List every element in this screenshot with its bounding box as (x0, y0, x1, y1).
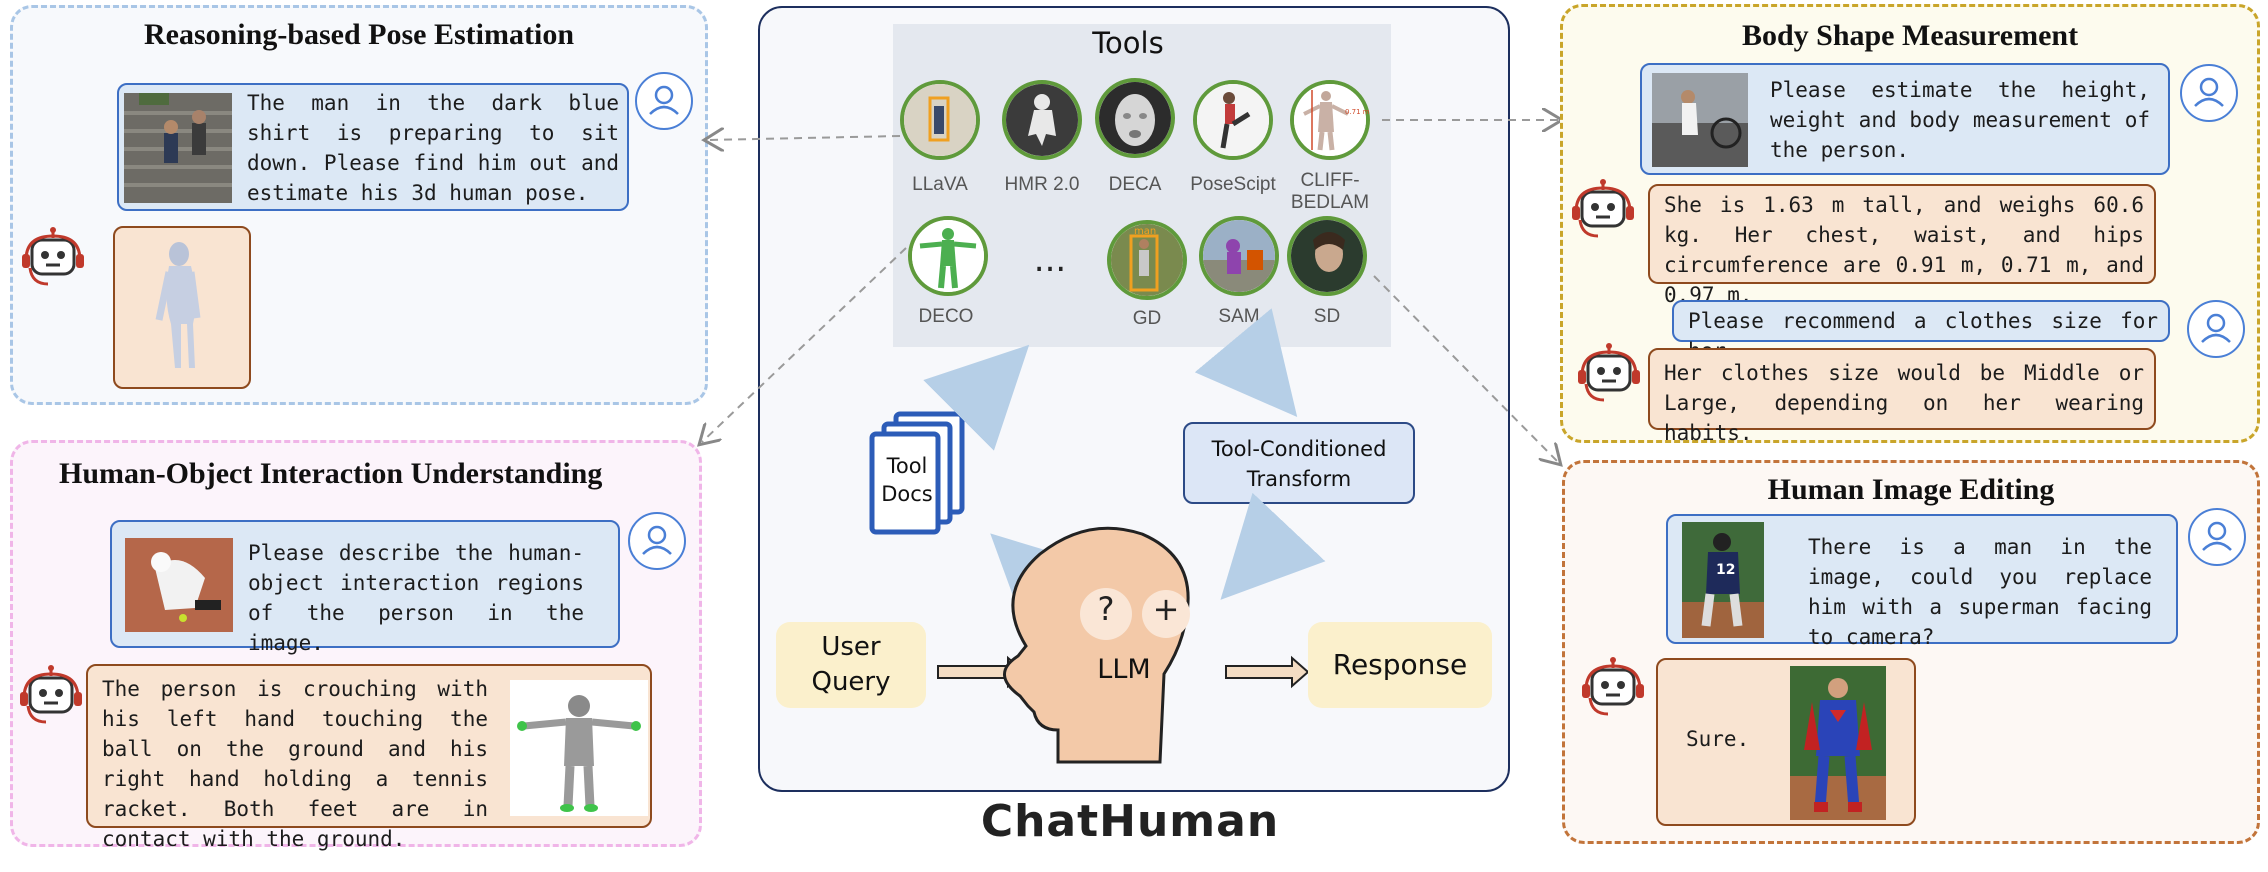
bot-response-text: She is 1.63 m tall, and weighs 60.6 kg. … (1664, 193, 2144, 307)
tool-label: GD (1132, 308, 1162, 329)
robot-icon (1582, 656, 1644, 724)
tool-docs-label: Tool Docs (881, 454, 933, 506)
tool-conditioned-transform: Tool-Conditioned Transform (1183, 422, 1415, 504)
tool-label: PoseScipt (1190, 174, 1276, 195)
more-tools-ellipsis: ... (1033, 240, 1067, 280)
robot-icon (1572, 178, 1634, 246)
tool-label: HMR 2.0 (1004, 174, 1080, 195)
contact-mesh (510, 680, 648, 816)
bot-response-text: Her clothes size would be Middle or Larg… (1664, 361, 2144, 445)
bot-response: Her clothes size would be Middle or Larg… (1648, 348, 2156, 445)
user-query-card: User Query (776, 622, 926, 708)
user-message-text: Please describe the human-object interac… (248, 541, 584, 655)
photo-tennis (125, 538, 233, 632)
user-message: Please estimate the height, weight and b… (1640, 63, 2170, 175)
bot-response: The person is crouching with his left ha… (86, 664, 652, 851)
tool-sam-icon (1199, 216, 1279, 296)
user-avatar-icon (2188, 508, 2246, 566)
measure-label: 0.71 m (1345, 108, 1370, 116)
tool-deca-icon (1095, 78, 1175, 158)
panel-title: Human Image Editing (1767, 473, 2055, 506)
panel-title: Body Shape Measurement (1741, 19, 2079, 52)
llm-label: LLM (1097, 654, 1151, 685)
tool-label: SD (1313, 306, 1341, 327)
photo-baseball: 12 (1682, 522, 1764, 638)
photo-woman (1652, 73, 1748, 167)
robot-icon (20, 664, 82, 732)
panel-title: Human-Object Interaction Understanding (59, 457, 603, 490)
user-message-text: There is a man in the image, could you r… (1808, 535, 2152, 649)
system-name: ChatHuman (980, 796, 1280, 847)
bot-response-text: Sure. (1686, 727, 1750, 751)
llm-question-icon: ? (1097, 590, 1115, 628)
superman-image (1790, 666, 1886, 820)
user-message: 12 There is a man in the image, could yo… (1666, 514, 2178, 649)
tools-title: Tools (1092, 26, 1164, 60)
tool-posescipt-icon (1193, 80, 1273, 160)
tool-llava-icon (900, 80, 980, 160)
user-avatar-icon (635, 72, 693, 130)
photo-stairs (124, 93, 232, 203)
bot-response-mesh (113, 226, 251, 389)
panel-title: Reasoning-based Pose Estimation (143, 18, 575, 51)
bot-response: Sure. (1656, 658, 1916, 826)
response-card: Response (1308, 622, 1492, 708)
user-message-text: The man in the dark blue shirt is prepar… (247, 91, 619, 205)
bot-response: She is 1.63 m tall, and weighs 60.6 kg. … (1648, 184, 2156, 307)
user-message: Please recommend a clothes size for her. (1672, 300, 2170, 363)
tool-cliff-bedlam-icon (1290, 80, 1370, 160)
llm-plus-icon: + (1152, 590, 1180, 628)
robot-icon (22, 226, 84, 294)
user-message: The man in the dark blue shirt is prepar… (117, 83, 629, 211)
tool-label: CLIFF- BEDLAM (1290, 170, 1370, 213)
gd-tag: man (1134, 226, 1157, 237)
bot-response-text: The person is crouching with his left ha… (102, 677, 488, 851)
tool-label: DECO (918, 306, 974, 327)
user-message: Please describe the human-object interac… (110, 520, 620, 655)
tool-label: LLaVA (912, 174, 968, 195)
tool-label: DECA (1108, 174, 1162, 195)
tool-gd-icon (1107, 220, 1187, 300)
robot-icon (1578, 342, 1640, 410)
user-avatar-icon (2180, 64, 2238, 122)
tool-hmr-icon (1002, 80, 1082, 160)
tool-deco-icon (908, 216, 988, 296)
user-message-text: Please estimate the height, weight and b… (1770, 78, 2150, 162)
svg-text:12: 12 (1716, 562, 1735, 578)
tool-sd-icon (1287, 216, 1367, 296)
user-avatar-icon (628, 512, 686, 570)
user-avatar-icon (2187, 300, 2245, 358)
flow-arrows (923, 308, 1326, 764)
